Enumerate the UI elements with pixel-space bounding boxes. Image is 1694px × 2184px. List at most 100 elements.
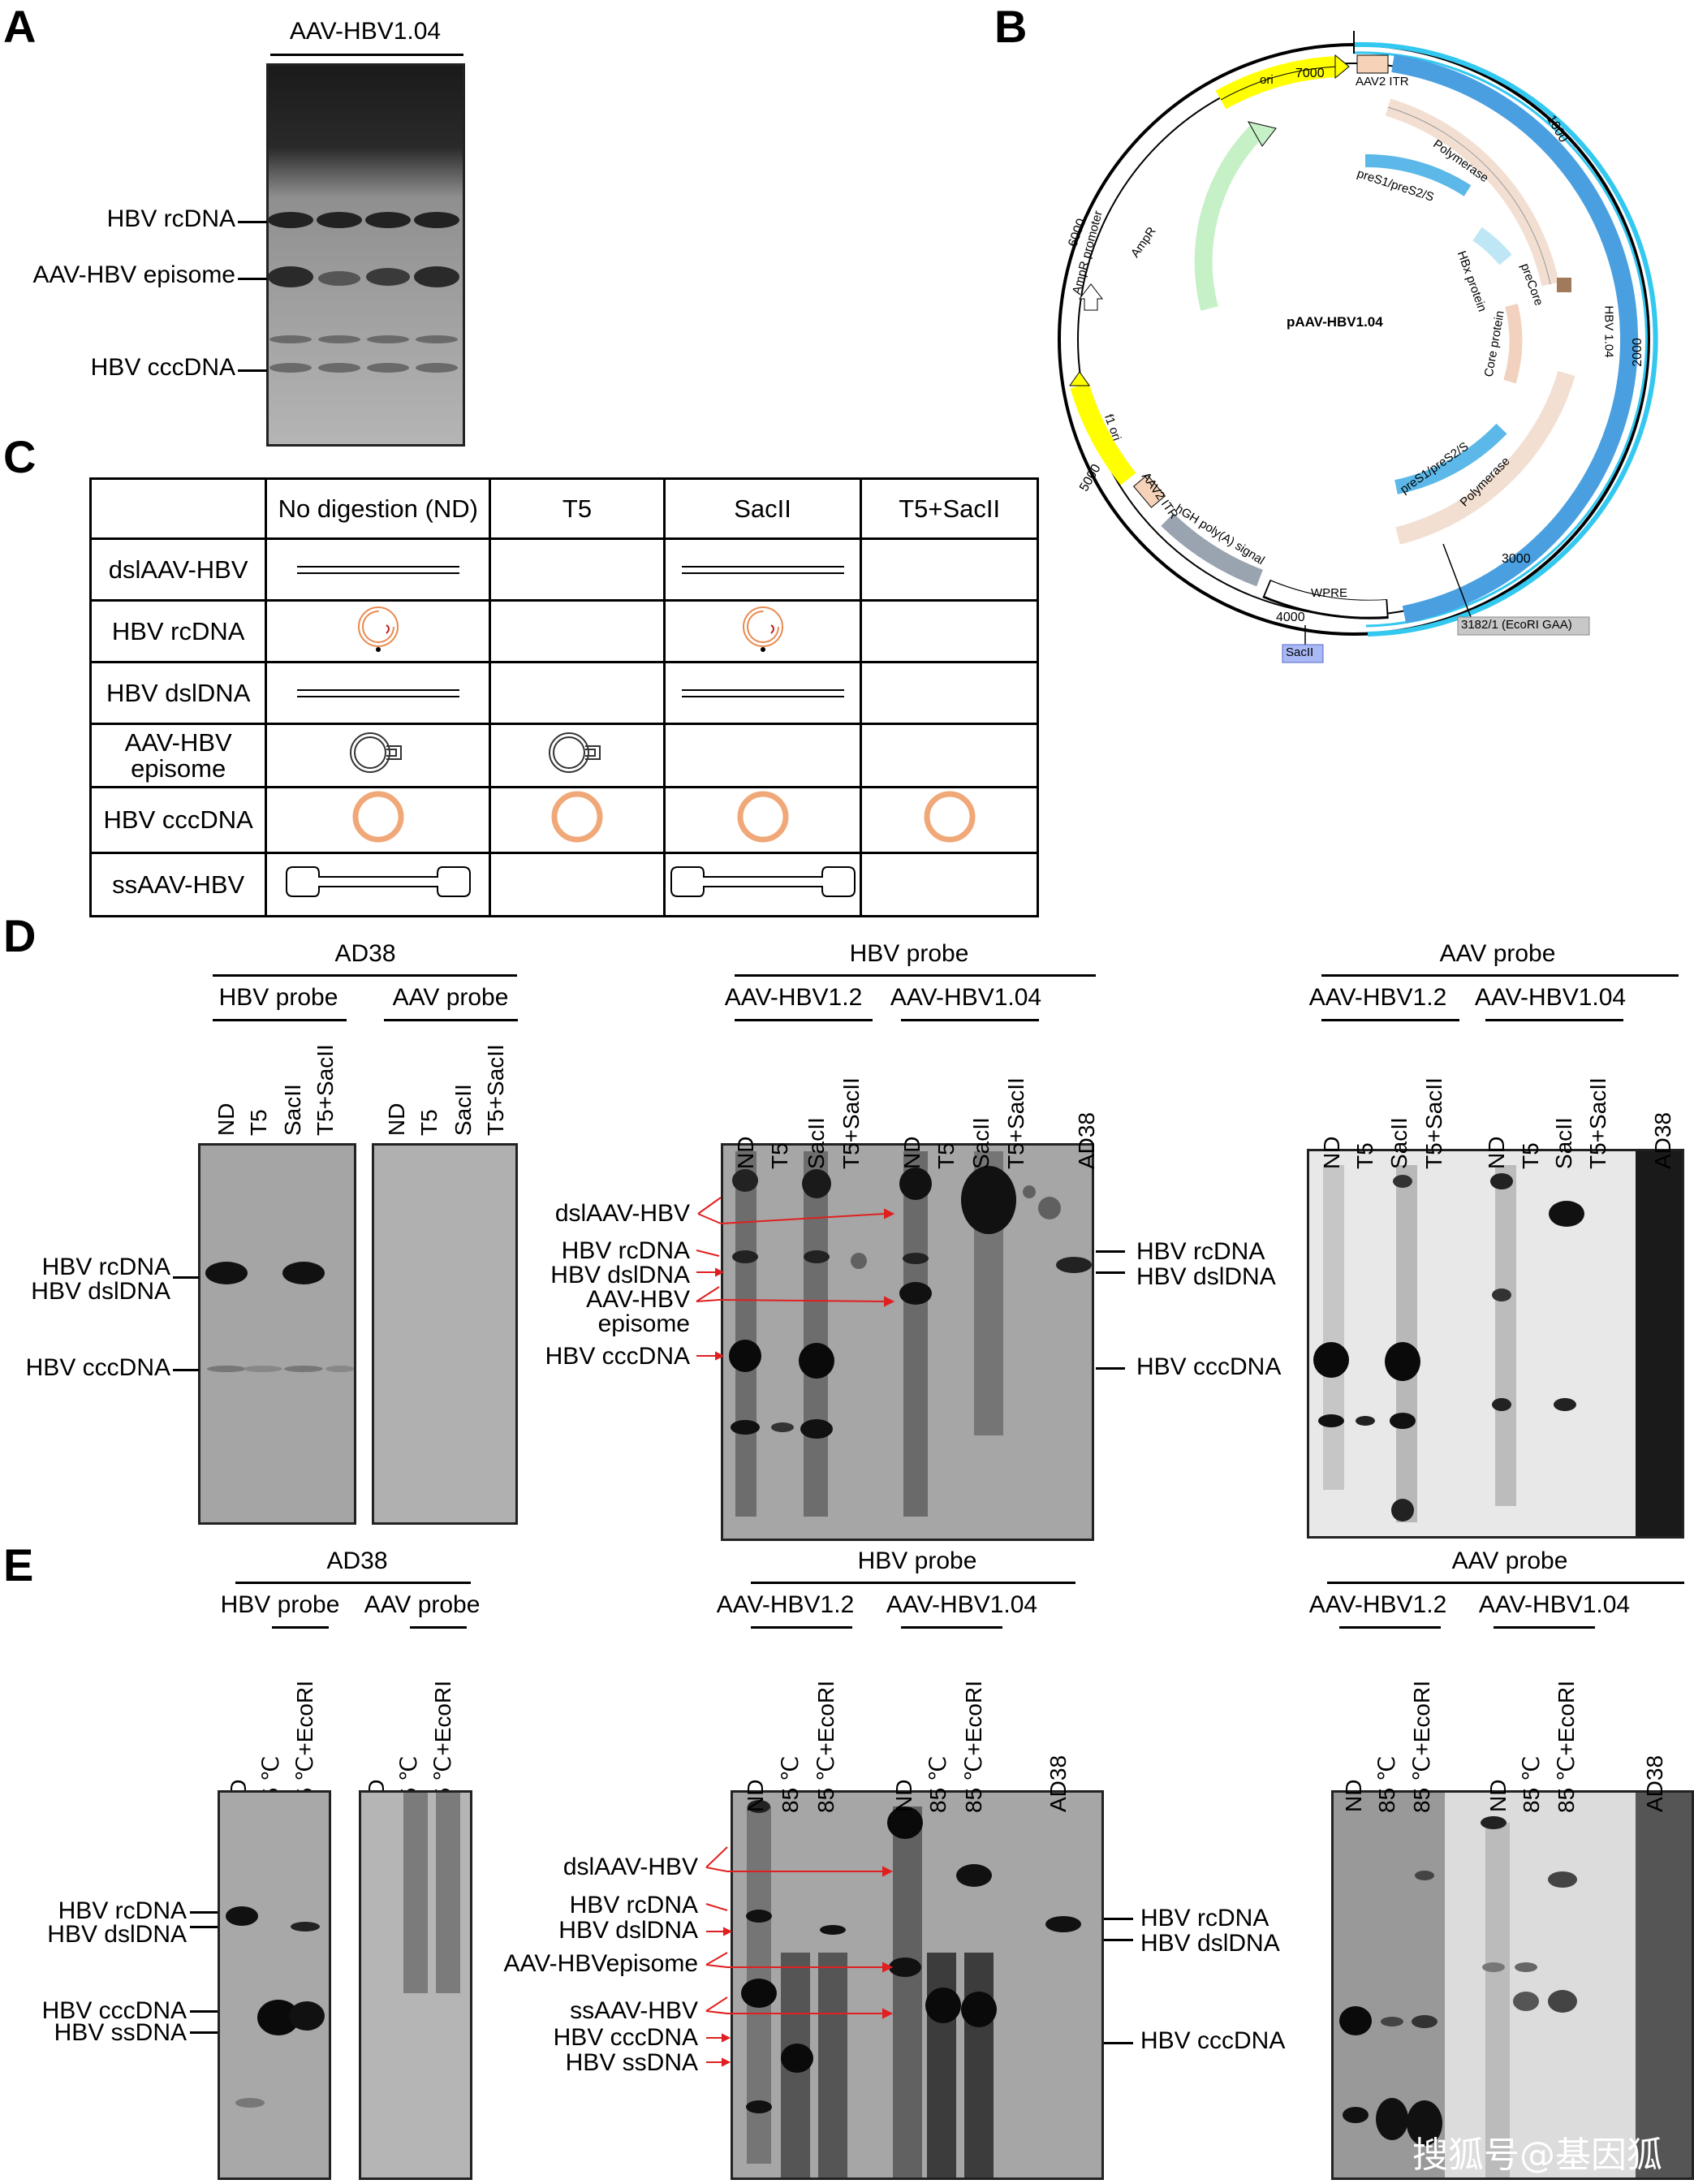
d-mid-tick-rc xyxy=(1096,1250,1125,1253)
d-right-lane-3: SacII xyxy=(1386,1117,1412,1169)
e-mid-lane-1: ND xyxy=(743,1779,768,1812)
feature-ori: ori xyxy=(1260,73,1274,87)
cell-cccdna-t5sacii xyxy=(860,786,1039,854)
d-left-title-line xyxy=(213,974,517,977)
d-right-lane-9: AD38 xyxy=(1650,1111,1675,1169)
d-mid-band-episome1: AAV-HBV xyxy=(586,1286,690,1313)
e-left-band-dsldna: HBV dslDNA xyxy=(47,1921,187,1948)
d-left-lane2-sacii: SacII xyxy=(450,1084,476,1136)
e-mid-rband-dsldna: HBV dslDNA xyxy=(1140,1930,1280,1957)
row-label-rcdna: HBV rcDNA xyxy=(88,599,268,663)
cell-rcdna-nd xyxy=(265,599,492,663)
plasmid-tick-4000: 4000 xyxy=(1276,611,1305,624)
e-mid-lane-7: AD38 xyxy=(1045,1755,1071,1812)
row-label-episome-line1: AAV-HBV xyxy=(124,727,232,757)
cell-episome-t5 xyxy=(489,723,666,788)
cell-ssaav-nd xyxy=(265,852,492,917)
e-right-lane-5: 85 ℃ xyxy=(1519,1755,1544,1813)
e-mid-lane-6: 85 ℃+EcoRI xyxy=(961,1681,986,1813)
d-mid-lane-6: T5 xyxy=(933,1142,959,1169)
e-mid-tick-rc xyxy=(1104,1918,1133,1920)
e-mid-lane-4: ND xyxy=(891,1779,916,1812)
e-mid-band-rcdna: HBV rcDNA xyxy=(569,1892,698,1919)
e-mid-rband-rcdna: HBV rcDNA xyxy=(1140,1905,1269,1932)
e-right-lane-2: 85 ℃ xyxy=(1374,1755,1399,1813)
panel-a-band-rcdna: HBV rcDNA xyxy=(106,205,235,232)
d-mid-group2: AAV-HBV1.04 xyxy=(890,984,1042,1011)
d-left-lane-t5: T5 xyxy=(246,1109,271,1136)
col-header-t5-sacii: T5+SacII xyxy=(860,477,1039,540)
panel-a-header-line xyxy=(270,54,463,56)
d-left-lane2-nd: ND xyxy=(384,1103,409,1136)
d-left-lane-nd: ND xyxy=(213,1103,239,1136)
cell-rcdna-t5sacii xyxy=(860,599,1039,663)
sacii-site-label: SacII xyxy=(1286,645,1314,659)
e-right-lane-3: 85 ℃+EcoRI xyxy=(1409,1681,1434,1813)
d-right-group2-line xyxy=(1485,1019,1623,1021)
e-left-blot2-smear xyxy=(403,1793,460,1993)
rc-dna-icon xyxy=(742,606,783,652)
cell-episome-sacii xyxy=(662,723,863,788)
d-mid-lane-9: AD38 xyxy=(1074,1111,1099,1169)
cccdna-icon xyxy=(352,791,404,843)
panel-a-header: AAV-HBV1.04 xyxy=(289,18,442,45)
e-right-group1-line xyxy=(1339,1626,1441,1629)
cell-ssaav-t5 xyxy=(489,852,666,917)
e-right-lane-7: AD38 xyxy=(1642,1755,1667,1812)
d-mid-rband-rcdna: HBV rcDNA xyxy=(1136,1238,1265,1265)
d-mid-lane-2: T5 xyxy=(767,1142,792,1169)
d-left-tick-1 xyxy=(173,1276,199,1279)
dsline-icon xyxy=(681,688,844,697)
episome-icon xyxy=(549,732,601,773)
d-mid-lane-1: ND xyxy=(733,1136,758,1169)
cell-dslaav-sacii xyxy=(662,537,863,602)
panel-letter-e: E xyxy=(3,1539,34,1591)
cell-dsldna-sacii xyxy=(662,661,863,725)
d-mid-title: HBV probe xyxy=(849,940,969,967)
plasmid-name: pAAV-HBV1.04 xyxy=(1287,314,1383,330)
d-mid-band-dsldna: HBV dslDNA xyxy=(550,1262,690,1288)
e-mid-lane-3: 85 ℃+EcoRI xyxy=(813,1681,838,1813)
e-mid-band-ssaav: ssAAV-HBV xyxy=(570,1997,698,2024)
feature-aav2-itr-top: AAV2 ITR xyxy=(1356,75,1409,88)
panel-a-blot xyxy=(266,63,465,447)
d-left-band-dsldna: HBV dslDNA xyxy=(31,1278,170,1305)
d-left-lane-t5sacii: T5+SacII xyxy=(313,1044,338,1136)
d-mid-band-dslaav: dslAAV-HBV xyxy=(554,1200,690,1227)
e-left-band-rcdna: HBV rcDNA xyxy=(58,1897,187,1924)
cell-cccdna-sacii xyxy=(662,786,863,854)
d-right-lane-5: ND xyxy=(1484,1136,1509,1169)
table-corner xyxy=(88,477,268,540)
e-left-tick-rc xyxy=(190,1911,218,1914)
e-mid-tick-dsl xyxy=(1104,1939,1133,1941)
panel-a-tick-rcdna xyxy=(238,221,267,223)
d-mid-lane-7: SacII xyxy=(968,1117,994,1169)
cell-cccdna-t5 xyxy=(489,786,666,854)
d-left-blot1 xyxy=(198,1143,356,1525)
d-left-probe2: AAV probe xyxy=(392,984,509,1011)
d-left-tick-ccc xyxy=(173,1369,199,1371)
row-label-dsldna: HBV dslDNA xyxy=(88,661,268,725)
cccdna-icon xyxy=(737,791,789,843)
d-left-probe1: HBV probe xyxy=(218,984,338,1011)
e-mid-title-line xyxy=(751,1582,1075,1584)
dsline-icon xyxy=(681,565,844,574)
e-right-blot-bands xyxy=(1334,1793,1692,2178)
panel-a-band-cccdna: HBV cccDNA xyxy=(90,354,235,381)
rc-dna-icon xyxy=(357,606,399,652)
d-mid-tick-dsl xyxy=(1096,1271,1125,1274)
d-left-probe2-line xyxy=(384,1019,518,1021)
cell-dsldna-nd xyxy=(265,661,492,725)
d-right-lane-7: SacII xyxy=(1551,1117,1576,1169)
d-right-title: AAV probe xyxy=(1439,940,1556,967)
col-header-t5: T5 xyxy=(489,477,666,540)
cell-dslaav-nd xyxy=(265,537,492,602)
cell-episome-t5sacii xyxy=(860,723,1039,788)
e-mid-group2: AAV-HBV1.04 xyxy=(886,1591,1038,1618)
e-left-title-line xyxy=(235,1582,471,1584)
cell-episome-nd xyxy=(265,723,492,788)
e-mid-tick-ccc xyxy=(1104,2042,1133,2044)
d-left-probe1-line xyxy=(213,1019,347,1021)
cccdna-icon xyxy=(551,791,603,843)
